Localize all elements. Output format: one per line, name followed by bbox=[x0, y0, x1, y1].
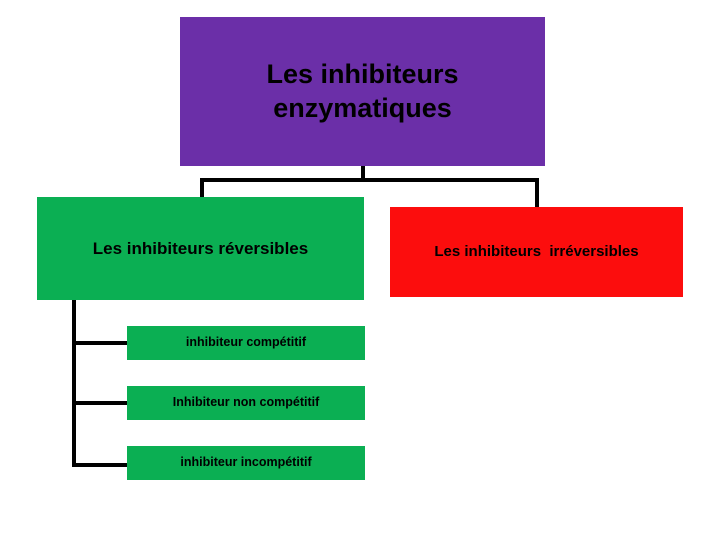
connector-horizontal-bus bbox=[200, 178, 539, 182]
node-reversible-inhibitors: Les inhibiteurs réversibles bbox=[37, 197, 364, 300]
connector-branch-non-competitif bbox=[72, 401, 128, 405]
node-leaf-competitive-inhibitor: inhibiteur compétitif bbox=[127, 326, 365, 360]
connector-branch-incompetitif bbox=[72, 463, 128, 467]
node-leaf-non-competitive-inhibitor: Inhibiteur non compétitif bbox=[127, 386, 365, 420]
node-irreversible-inhibitors: Les inhibiteurs irréversibles bbox=[390, 207, 683, 297]
connector-branch-competitif bbox=[72, 341, 128, 345]
node-leaf-uncompetitive-inhibitor: inhibiteur incompétitif bbox=[127, 446, 365, 480]
connector-root-stem bbox=[361, 166, 365, 182]
connector-trunk-reversible bbox=[72, 300, 76, 467]
node-title-enzyme-inhibitors: Les inhibiteurs enzymatiques bbox=[180, 17, 545, 166]
connector-drop-reversible bbox=[200, 178, 204, 199]
connector-drop-irreversible bbox=[535, 178, 539, 208]
